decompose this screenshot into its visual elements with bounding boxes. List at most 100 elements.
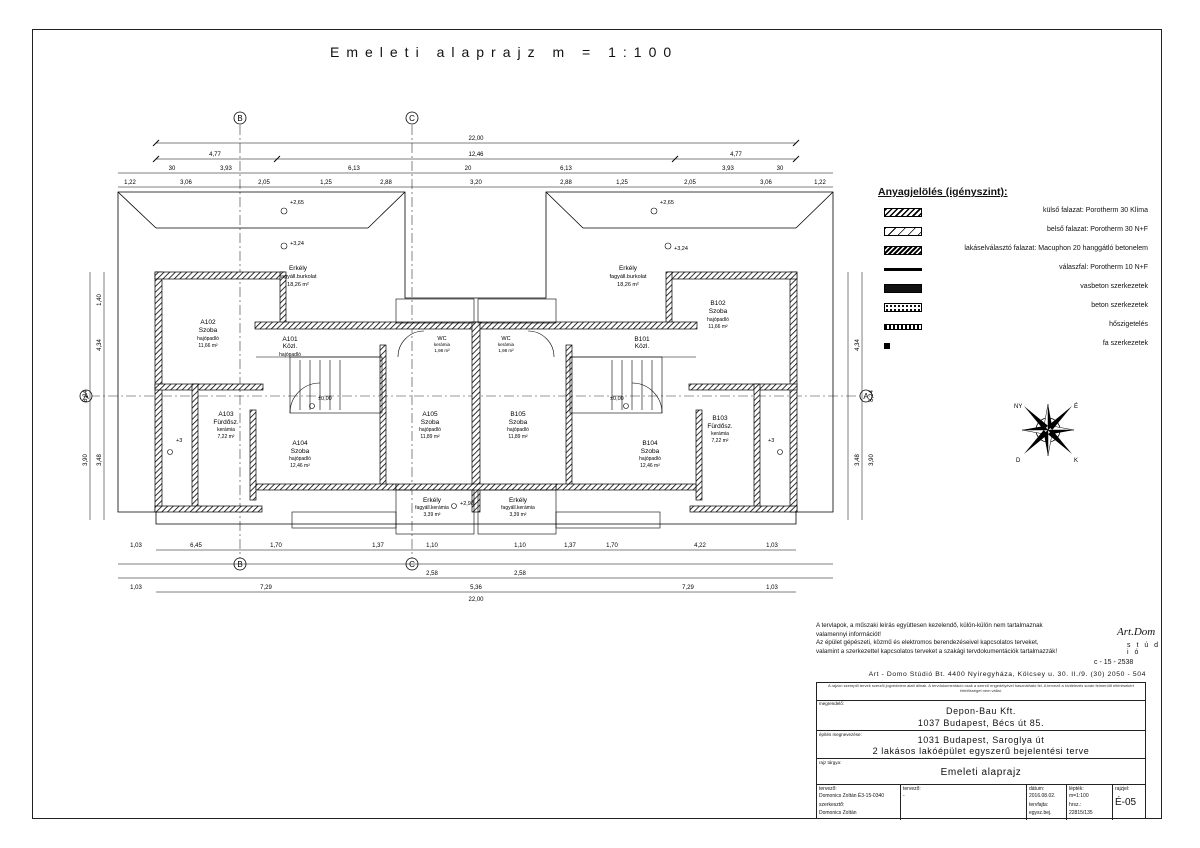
date-cell: dátum: 2016.08.02. tervfajta: egysz.bej. [1027, 785, 1067, 820]
room-wc-a-floor: kerámia [434, 342, 451, 347]
drawing-title: Emeleti alaprajz m = 1:100 [330, 44, 679, 60]
dim-top2-2: 3,93 [220, 166, 232, 172]
dim-bot1-2: 6,45 [190, 543, 202, 549]
project-label: építés megnevezése: [819, 732, 862, 737]
legend-swatch [884, 268, 922, 271]
dim-bot3-2: 7,29 [260, 585, 272, 591]
note-line: Az épület gépészeti, közmű és elektromos… [816, 639, 1039, 647]
room-a102-area: 11,66 m² [198, 343, 218, 349]
room-a104-floor: hajópadló [289, 456, 311, 462]
dim-top3-9: 2,05 [684, 180, 696, 186]
note-line: A tervlapok, a műszaki leírás együttesen… [816, 622, 1043, 629]
room-b105-floor: hajópadló [507, 427, 529, 433]
level-marker-2: +3,24 [290, 241, 304, 247]
room-a101-name: Közl. [283, 343, 298, 350]
room-wc-a-id: WC [437, 336, 446, 342]
dim-bot1-8: 1,70 [606, 543, 618, 549]
dim-top-middle: 12,46 [468, 152, 484, 158]
legend-item: beton szerkezetek [878, 302, 1148, 321]
room-b102-area: 11,66 m² [708, 324, 728, 330]
logo-studio: s t ú d i ó [1127, 642, 1161, 656]
logo-art: Art [1117, 626, 1132, 638]
dim-bot1-3: 1,70 [270, 543, 282, 549]
dim-top3-1: 1,22 [124, 180, 136, 186]
level-marker-1: +2,65 [290, 200, 304, 206]
dim-bot1-10: 1,03 [766, 543, 778, 549]
legend-label: beton szerkezetek [1091, 302, 1148, 309]
note-line: valamint a szerkezettel kapcsolatos terv… [816, 647, 1058, 655]
dim-left-4: 3,48 [97, 454, 103, 466]
room-b105-id: B105 [510, 411, 526, 418]
room-b104-area: 12,46 m² [640, 463, 660, 469]
client-address: 1037 Budapest, Bécs út 85. [917, 718, 1045, 728]
legend-swatch [884, 303, 922, 312]
compass-w: NY [1014, 404, 1022, 410]
phase-label: tervfajta: [1029, 802, 1049, 808]
room-a101-floor: hajópadló [279, 352, 301, 358]
room-a103-area: 7,22 m² [218, 434, 235, 440]
legend-swatch [884, 246, 922, 255]
level-marker-7: +2,98 [460, 501, 474, 507]
drawing-no-value: É-05 [1115, 797, 1137, 808]
drawing-no-label: rajzjel: [1115, 786, 1130, 792]
studio-logo: Art.Dom s t ú d i ó [1117, 626, 1161, 656]
room-erkely-a-floor: fagyáll.burkolat [280, 274, 317, 280]
dim-top2-4: 20 [465, 166, 472, 172]
designer-name: Domonics Zoltán É3-15-0340 [819, 793, 885, 799]
room-b102-name: Szoba [709, 308, 728, 315]
dim-total-bottom: 22,00 [468, 597, 484, 603]
dim-top3-8: 1,25 [616, 180, 628, 186]
level-marker-9: +3 [768, 438, 774, 444]
dim-top3-6: 3,20 [470, 180, 482, 186]
title-block-footer: tervező: Domonics Zoltán É3-15-0340 szer… [817, 785, 1145, 820]
level-marker-4: +2,65 [660, 200, 674, 206]
room-b104-id: B104 [642, 440, 658, 447]
room-erkely-b-id: Erkély [619, 265, 638, 272]
title-block: A rajzon szereplő tervek szerzői jogvéde… [816, 682, 1146, 820]
legend-item: hőszigetelés [878, 321, 1148, 340]
room-a101-id: A101 [282, 336, 298, 343]
room-a104-id: A104 [292, 440, 308, 447]
room-b105-area: 11,89 m² [508, 434, 528, 440]
section-label-b1: B [237, 114, 242, 123]
section-a-marker-right [859, 389, 873, 403]
room-b105-name: Szoba [509, 419, 528, 426]
level-marker-8: +3 [176, 438, 182, 444]
level-marker-3: +3,24 [674, 246, 688, 252]
room-a104-area: 12,46 m² [290, 463, 310, 469]
dimension-ticks [152, 139, 800, 163]
room-erkely-a-id: Erkély [289, 265, 308, 272]
legend-label: fa szerkezetek [1102, 340, 1148, 347]
dim-bot1-5: 1,10 [426, 543, 438, 549]
section-label-c1: C [409, 114, 415, 123]
dimension-lines [89, 142, 863, 593]
date-value: 2016.08.02. [1029, 793, 1056, 799]
legend-label: válaszfal: Porotherm 10 N+F [1059, 264, 1148, 271]
dim-bot3-5: 1,03 [766, 585, 778, 591]
legend-label: lakáselválasztó falazat: Macuphon 20 han… [964, 245, 1148, 252]
room-erkely-a2-area: 3,39 m² [424, 512, 441, 518]
dim-right-4: 3,90 [869, 454, 875, 466]
room-b102-floor: hajópadló [707, 317, 729, 323]
dim-top3-3: 2,05 [258, 180, 270, 186]
dim-top2-7: 30 [777, 166, 784, 172]
dim-top3-10: 3,06 [760, 180, 772, 186]
scale-label: lépték: [1069, 786, 1084, 792]
dim-top2-6: 3,93 [722, 166, 734, 172]
project-address: 1031 Budapest, Saroglya út [917, 735, 1045, 745]
logo-dom: Dom [1133, 626, 1156, 638]
compass-rose: É K D NY [1014, 403, 1078, 464]
legend-heading: Anyagjelölés (igényszint): [878, 186, 1008, 198]
lot-label: hrsz.: [1069, 802, 1082, 808]
dim-top2-3: 6,13 [348, 166, 360, 172]
legend-item: lakáselválasztó falazat: Macuphon 20 han… [878, 245, 1148, 264]
room-a105-area: 11,89 m² [420, 434, 440, 440]
dim-bot1-9: 4,22 [694, 543, 706, 549]
dim-total-top: 22,00 [468, 136, 484, 142]
room-wc-b-floor: kerámia [498, 342, 515, 347]
room-a102-id: A102 [200, 319, 216, 326]
phase-value: egysz.bej. [1029, 810, 1052, 816]
designer-label: tervező: [819, 786, 837, 792]
room-a104-name: Szoba [291, 448, 310, 455]
